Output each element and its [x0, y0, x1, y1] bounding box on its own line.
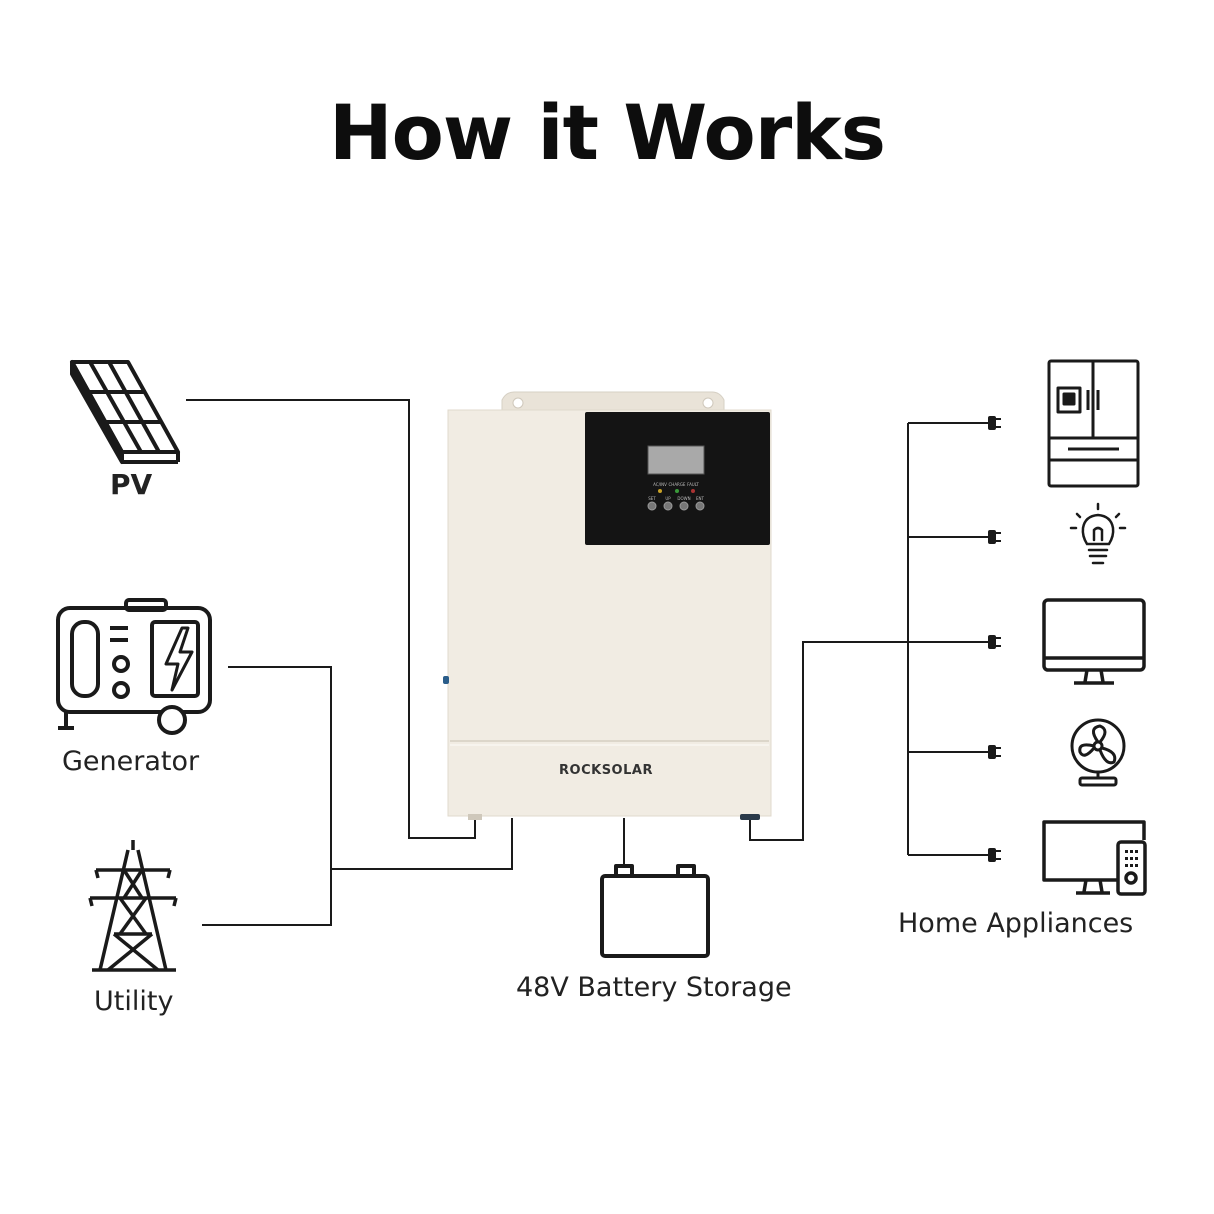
- plug-icon: [988, 745, 1001, 759]
- plug-icon: [988, 635, 1001, 649]
- button-label: ENT: [696, 496, 705, 501]
- brand-logo: ROCKSOLAR: [559, 763, 653, 778]
- down-button[interactable]: [679, 501, 689, 511]
- control-panel: [585, 412, 770, 545]
- plug-icon: [988, 530, 1001, 544]
- set-button[interactable]: [647, 501, 657, 511]
- generator-line: [202, 666, 332, 926]
- solar-panel-icon: [70, 360, 180, 464]
- button-label: UP: [665, 496, 671, 501]
- lcd-screen: [647, 445, 705, 475]
- plug-icons: [988, 416, 1001, 862]
- refrigerator-icon: [1047, 359, 1140, 488]
- plug-icon: [988, 848, 1001, 862]
- led-fault: [691, 489, 695, 493]
- connection-lines: [186, 399, 988, 926]
- generator-icon: [56, 598, 212, 735]
- mounting-bracket: [501, 391, 725, 411]
- led-ac: [658, 489, 662, 493]
- indicator-label: AC/INV: [653, 482, 667, 487]
- up-button[interactable]: [663, 501, 673, 511]
- led-charge: [675, 489, 679, 493]
- battery-storage-label: 48V Battery Storage: [516, 972, 792, 1003]
- grid-line: [331, 818, 513, 870]
- light-bulb-icon: [1069, 502, 1127, 565]
- plug-icon: [988, 416, 1001, 430]
- button-label: DOWN: [677, 496, 690, 501]
- pv-label: PV: [110, 468, 153, 501]
- indicator-label: FAULT: [687, 482, 699, 487]
- generator-label: Generator: [62, 746, 200, 777]
- indicator-label: CHARGE: [669, 482, 686, 487]
- page-title: How it Works: [329, 88, 886, 177]
- inverter-unit: AC/INV CHARGE FAULT SET UP DOWN ENT ROCK…: [443, 391, 772, 820]
- pv-line: [186, 399, 476, 839]
- button-label: SET: [648, 496, 656, 501]
- output-line: [749, 641, 988, 841]
- battery-icon: [600, 864, 710, 958]
- home-appliances-label: Home Appliances: [898, 908, 1134, 939]
- tv-remote-icon: [1042, 820, 1147, 896]
- power-tower-icon: [88, 840, 178, 972]
- utility-label: Utility: [94, 986, 174, 1017]
- monitor-icon: [1042, 598, 1146, 685]
- fan-icon: [1070, 718, 1126, 787]
- enter-button[interactable]: [695, 501, 705, 511]
